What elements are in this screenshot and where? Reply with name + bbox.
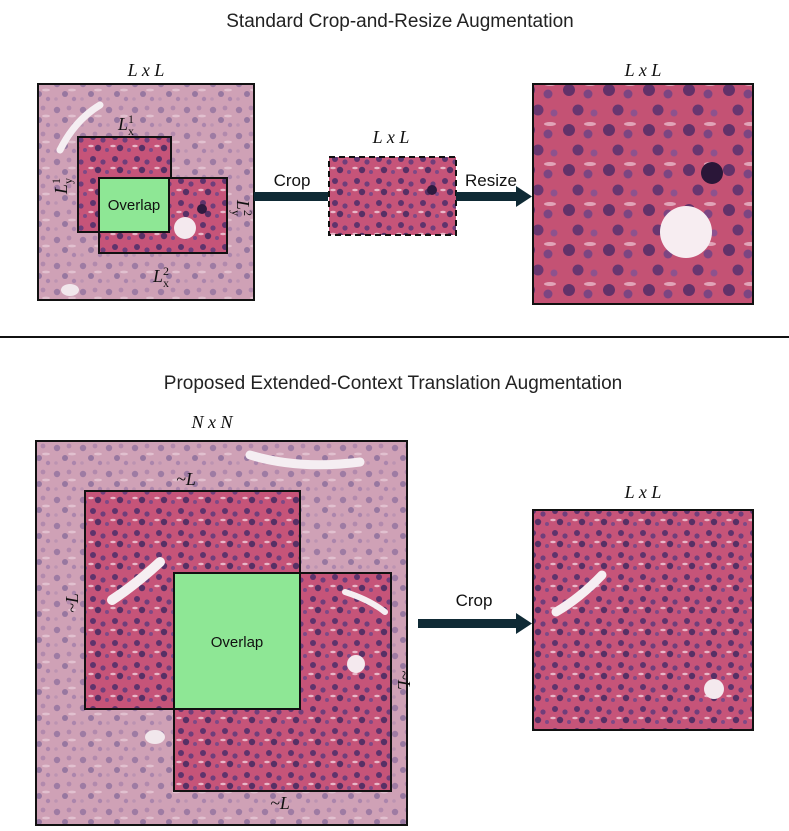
bottom-output-image	[532, 509, 754, 731]
bottom-crop2-right-label: ~L	[394, 670, 414, 690]
bottom-overlap-label: Overlap	[211, 634, 264, 651]
bottom-crop-step-label: Crop	[456, 591, 493, 610]
top-resize-arrow	[456, 186, 532, 207]
top-crop2-height-label: Ly2	[229, 199, 255, 216]
bottom-section-title: Proposed Extended-Context Translation Au…	[164, 373, 622, 394]
top-source-size-label: L x L	[127, 60, 165, 80]
bottom-crop1-top-label: ~L	[176, 469, 196, 489]
bottom-source-size-label: N x N	[190, 412, 233, 432]
bottom-crop-arrow	[418, 613, 532, 634]
bottom-overlap-region: Overlap	[173, 572, 301, 710]
top-cropped-image	[328, 156, 457, 236]
top-crop1-width-label: Lx1	[117, 112, 134, 138]
bottom-crop1-left-label: ~L	[62, 593, 82, 613]
top-crop1-height-label: Ly1	[49, 178, 75, 195]
top-output-size-label: L x L	[624, 60, 662, 80]
top-section-title: Standard Crop-and-Resize Augmentation	[226, 11, 573, 32]
bottom-output-size-label: L x L	[624, 482, 662, 502]
top-crop-arrow	[254, 192, 328, 201]
top-crop-step-label: Crop	[274, 171, 311, 190]
top-overlap-region: Overlap	[98, 177, 170, 233]
top-output-image	[532, 83, 754, 305]
top-crop2-width-label: Lx2	[152, 264, 169, 290]
top-overlap-label: Overlap	[108, 197, 161, 214]
top-cropped-size-label: L x L	[372, 127, 410, 147]
top-resize-step-label: Resize	[465, 171, 517, 190]
bottom-crop2-bottom-label: ~L	[270, 793, 290, 813]
